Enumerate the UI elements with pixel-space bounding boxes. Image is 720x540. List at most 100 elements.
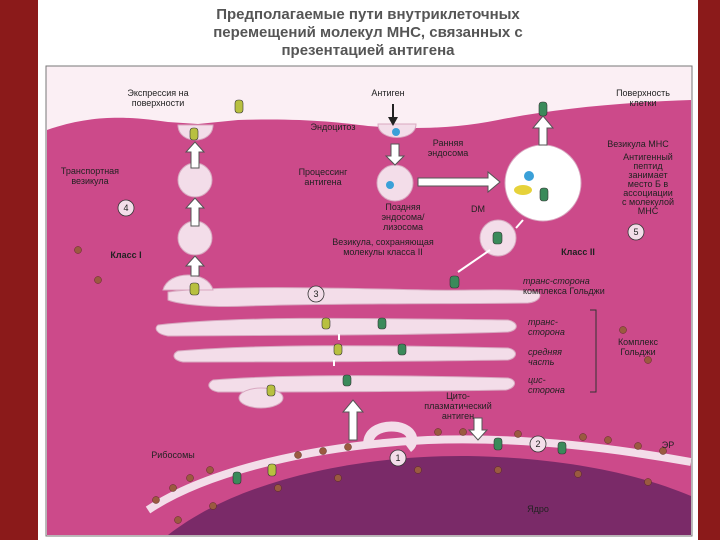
arrow-right [417, 170, 501, 194]
step-number: 1 [395, 453, 400, 463]
label-cis-2: сторона [528, 385, 565, 395]
pathway-arrows [184, 115, 555, 441]
label-nucleus: Ядро [527, 504, 549, 514]
late-endosome [376, 164, 414, 202]
label-late-endosome-2: эндосома/ [381, 212, 425, 222]
label-dm: DM [471, 204, 485, 214]
arrow-up [341, 399, 365, 441]
label-endocytosis: Эндоцитоз [311, 122, 356, 132]
label-golgi-1: Комплекс [618, 337, 659, 347]
arrow-up [531, 115, 555, 146]
mhc2-molecule [493, 437, 503, 451]
label-trans-golgi-1: транс-сторона [523, 276, 590, 286]
ribosome [604, 436, 612, 444]
golgi-to-vesicle-arrow [457, 249, 491, 273]
mhc2-molecule [377, 317, 387, 330]
arrow-up [184, 197, 206, 227]
antigen-particle [392, 128, 400, 136]
label-surface-expression-2: поверхности [132, 98, 185, 108]
ribosome [574, 470, 582, 478]
mhc1-molecule [234, 99, 244, 114]
title-line-2: перемещений молекул МНС, связанных с [213, 24, 523, 41]
antigen-particles [386, 128, 534, 195]
mhc2-molecule [397, 343, 407, 356]
label-early-endosome-1: Ранняя [433, 138, 464, 148]
label-peptide-1: Антигенный [623, 152, 673, 162]
ribosome [644, 356, 652, 364]
label-er: ЭР [662, 440, 674, 450]
ribosome [334, 474, 342, 482]
mhc1-molecule [266, 384, 276, 397]
label-antigen: Антиген [371, 88, 404, 98]
label-cyto-1: Цито- [446, 391, 470, 401]
label-peptide-6: с молекулой [622, 197, 674, 207]
ribosomes-group [74, 246, 667, 524]
label-trans-side-1: транс- [528, 317, 558, 327]
ribosome [579, 433, 587, 441]
label-surface-expression-1: Экспрессия на [127, 88, 188, 98]
mhc2-molecule [557, 441, 567, 455]
title-line-3: презентацией антигена [281, 42, 455, 59]
mhc2-molecule [492, 231, 503, 245]
mhc-vesicle [504, 144, 582, 222]
label-peptide-5: ассоциации [623, 188, 673, 198]
arrow-up [184, 141, 206, 169]
mhc2-molecule [539, 187, 549, 202]
label-antigen-processing-1: Процессинг [299, 167, 349, 177]
title-line-1: Предполагаемые пути внутриклеточных [216, 6, 520, 23]
step-number: 3 [313, 289, 318, 299]
label-middle-1: средняя [528, 347, 562, 357]
mhc2-molecule [232, 471, 242, 485]
step-number: 4 [123, 203, 128, 213]
step-marker: 1 [389, 449, 407, 467]
label-cis-1: цис- [528, 375, 546, 385]
antigen-entry-arrowhead [388, 117, 398, 126]
step-marker: 2 [529, 435, 547, 453]
mhc1-molecule [267, 463, 277, 477]
mhc-pathway-diagram: Предполагаемые пути внутриклеточных пере… [45, 6, 693, 537]
ribosome [174, 516, 182, 524]
mhc1-molecule [321, 317, 331, 330]
ribosome [152, 496, 160, 504]
antigen-particle [386, 181, 394, 189]
golgi-bracket [590, 309, 597, 393]
mhc2-molecule [342, 374, 352, 387]
mhc1-molecule [333, 343, 343, 356]
label-class1: Класс I [110, 250, 141, 260]
mhc2-molecule [449, 275, 460, 289]
arrow-up [184, 255, 206, 277]
ribosome [644, 478, 652, 486]
peptide-particle [514, 185, 532, 195]
label-peptide-4: место Б в [628, 179, 669, 189]
label-mhc-vesicle: Везикула МНС [607, 139, 669, 149]
ribosome [186, 474, 194, 482]
label-class2-vesicle-2: молекулы класса II [343, 247, 423, 257]
ribosome [274, 484, 282, 492]
ribosome [94, 276, 102, 284]
label-cyto-3: антиген [442, 411, 474, 421]
ribosome [414, 466, 422, 474]
labels: Экспрессия на поверхности Антиген Поверх… [61, 88, 674, 514]
ribosome [434, 428, 442, 436]
step-number: 5 [633, 227, 638, 237]
label-class2-vesicle-1: Везикула, сохраняющая [332, 237, 434, 247]
ribosome [459, 428, 467, 436]
label-class2: Класс II [561, 247, 595, 257]
title-block: Предполагаемые пути внутриклеточных пере… [213, 6, 523, 59]
ribosome [294, 451, 302, 459]
label-antigen-processing-2: антигена [304, 177, 341, 187]
ribosome [206, 466, 214, 474]
arrow-down [467, 417, 489, 441]
label-ribosomes: Рибосомы [151, 450, 194, 460]
label-late-endosome-3: лизосома [383, 222, 423, 232]
slide: Предполагаемые пути внутриклеточных пере… [38, 0, 698, 540]
golgi-small-arrows [333, 334, 340, 366]
step-numbers: 1 2 3 4 5 [117, 199, 645, 467]
step-marker: 3 [307, 285, 325, 303]
step-marker: 5 [627, 223, 645, 241]
label-cell-surface-2: клетки [629, 98, 656, 108]
label-middle-2: часть [528, 357, 555, 367]
step-number: 2 [535, 439, 540, 449]
ribosome [634, 442, 642, 450]
label-cell-surface-1: Поверхность [616, 88, 670, 98]
